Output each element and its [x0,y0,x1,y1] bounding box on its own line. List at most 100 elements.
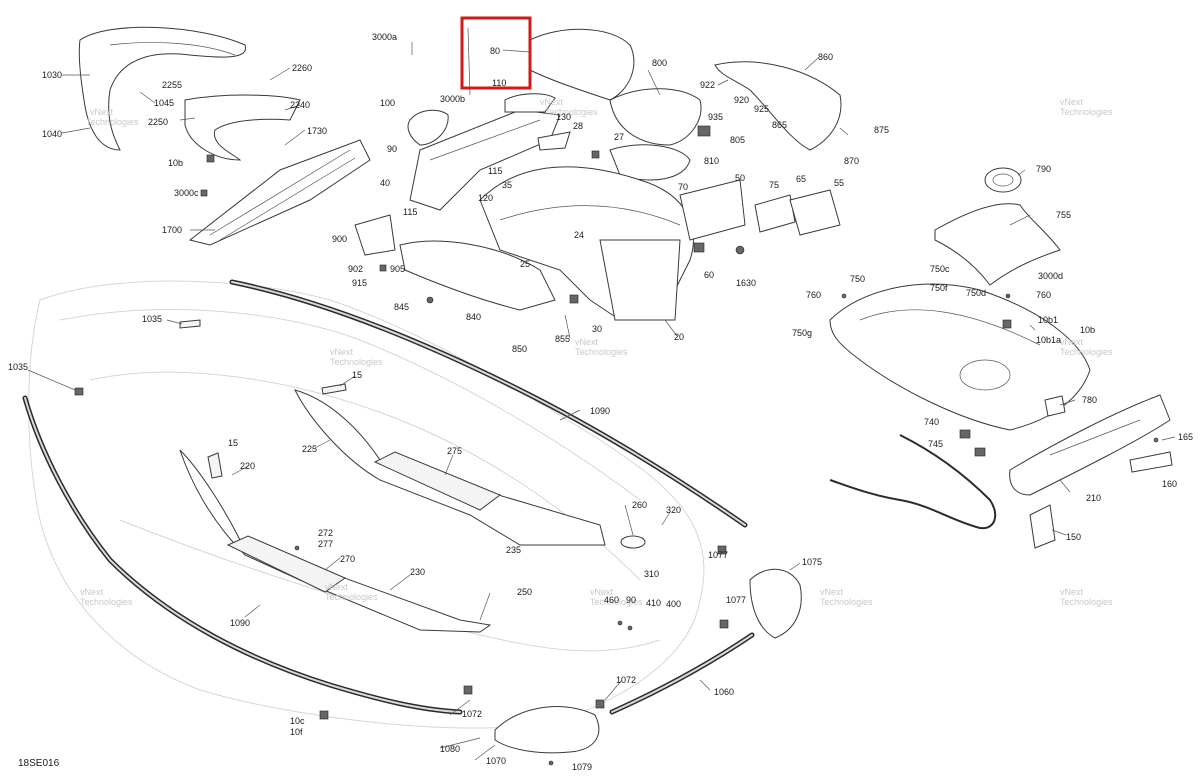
callout-3000a: 3000a [372,32,397,42]
part-50-housing [679,179,746,241]
callout-10c: 10c [290,716,305,726]
leader-lines [27,27,1176,761]
callout-3000d: 3000d [1038,271,1063,281]
callout-1072: 1072 [462,709,482,719]
callout-10b: 10b [168,158,183,168]
watermark: vNext [80,587,104,597]
callout-28: 28 [573,121,583,131]
part-860-storage-cover [714,61,842,151]
watermark: vNext [820,587,844,597]
callout-1030: 1030 [42,70,62,80]
callout-810: 810 [704,156,719,166]
callout-80: 80 [490,46,500,56]
callout-3000c: 3000c [174,188,199,198]
watermark: Technologies [80,597,133,607]
callout-850: 850 [512,344,527,354]
watermark: Technologies [590,597,643,607]
callout-10b1: 10b1 [1038,315,1058,325]
watermarks: vNext Technologies vNext Technologies vN… [80,97,1113,607]
callout-800: 800 [652,58,667,68]
callout-1035b: 1035 [8,362,28,372]
callout-25: 25 [520,259,530,269]
callout-30: 30 [592,324,602,334]
part-20-storage-tub [479,166,694,321]
callout-915: 915 [352,278,367,288]
callout-1040: 1040 [42,129,62,139]
watermark: Technologies [545,107,598,117]
callout-210: 210 [1086,493,1101,503]
part-790-cap [984,167,1022,193]
part-160 [1129,451,1173,473]
document-id: 18SE016 [18,758,60,769]
part-1090-rub-strip-upper [229,279,748,528]
callout-120: 120 [478,193,493,203]
callout-755: 755 [1056,210,1071,220]
part-225-footrest [294,389,606,546]
callout-65: 65 [796,174,806,184]
watermark: vNext [575,337,599,347]
callout-55: 55 [834,178,844,188]
callout-2240: 2240 [290,100,310,110]
part-130 [537,131,571,151]
part-15-pads [179,319,347,479]
callout-750: 750 [850,274,865,284]
callout-50: 50 [735,173,745,183]
callout-2260: 2260 [292,63,312,73]
part-780 [1044,395,1066,417]
watermark: vNext [90,107,114,117]
callout-235: 235 [506,545,521,555]
part-900 [354,214,396,256]
watermark: Technologies [86,117,139,127]
callout-10b1a: 10b1a [1036,335,1061,345]
part-810-seal [609,144,691,181]
watermark: vNext [1060,337,1084,347]
watermark: vNext [590,587,614,597]
callout-labels: 3000a 80 110 800 860 922 920 925 935 805… [8,32,1193,772]
callout-2255: 2255 [162,80,182,90]
callout-1080: 1080 [440,744,460,754]
part-210-deck [1009,394,1171,496]
callout-750d: 750d [966,288,986,298]
callout-165: 165 [1178,432,1193,442]
callout-10f: 10f [290,727,303,737]
callout-760: 760 [806,290,821,300]
callout-1630: 1630 [736,278,756,288]
callout-130: 130 [556,112,571,122]
part-2250-panel [184,94,301,161]
part-65-gasket [754,194,796,233]
callout-805: 805 [730,135,745,145]
callout-460: 460 [604,595,619,605]
callout-860: 860 [818,52,833,62]
watermark: Technologies [1060,347,1113,357]
callout-1075: 1075 [802,557,822,567]
callout-750c: 750c [930,264,950,274]
watermark: Technologies [325,592,378,602]
callout-790: 790 [1036,164,1051,174]
watermark: Technologies [820,597,873,607]
callout-75: 75 [769,180,779,190]
part-100 [407,109,449,146]
fasteners [74,125,1159,766]
callout-115b: 115 [403,207,417,217]
callout-225: 225 [302,444,317,454]
callout-1077: 1077 [708,550,728,560]
callout-27: 27 [614,132,624,142]
callout-1730: 1730 [307,126,327,136]
callout-865: 865 [772,120,787,130]
callout-900: 900 [332,234,347,244]
callout-745: 745 [928,439,943,449]
part-1060-rub-strip-rear [609,632,755,715]
watermark: Technologies [575,347,628,357]
highlight-box [460,16,532,90]
callout-110: 110 [492,78,506,88]
callout-922: 922 [700,80,715,90]
callout-250: 250 [517,587,532,597]
part-1090-rub-strip-lower [22,395,463,715]
callout-855: 855 [555,334,570,344]
callout-1090b: 1090 [230,618,250,628]
callout-3000b: 3000b [440,94,465,104]
callout-875: 875 [874,125,889,135]
callout-60: 60 [704,270,714,280]
callout-1035: 1035 [142,314,162,324]
callout-310: 310 [644,569,659,579]
